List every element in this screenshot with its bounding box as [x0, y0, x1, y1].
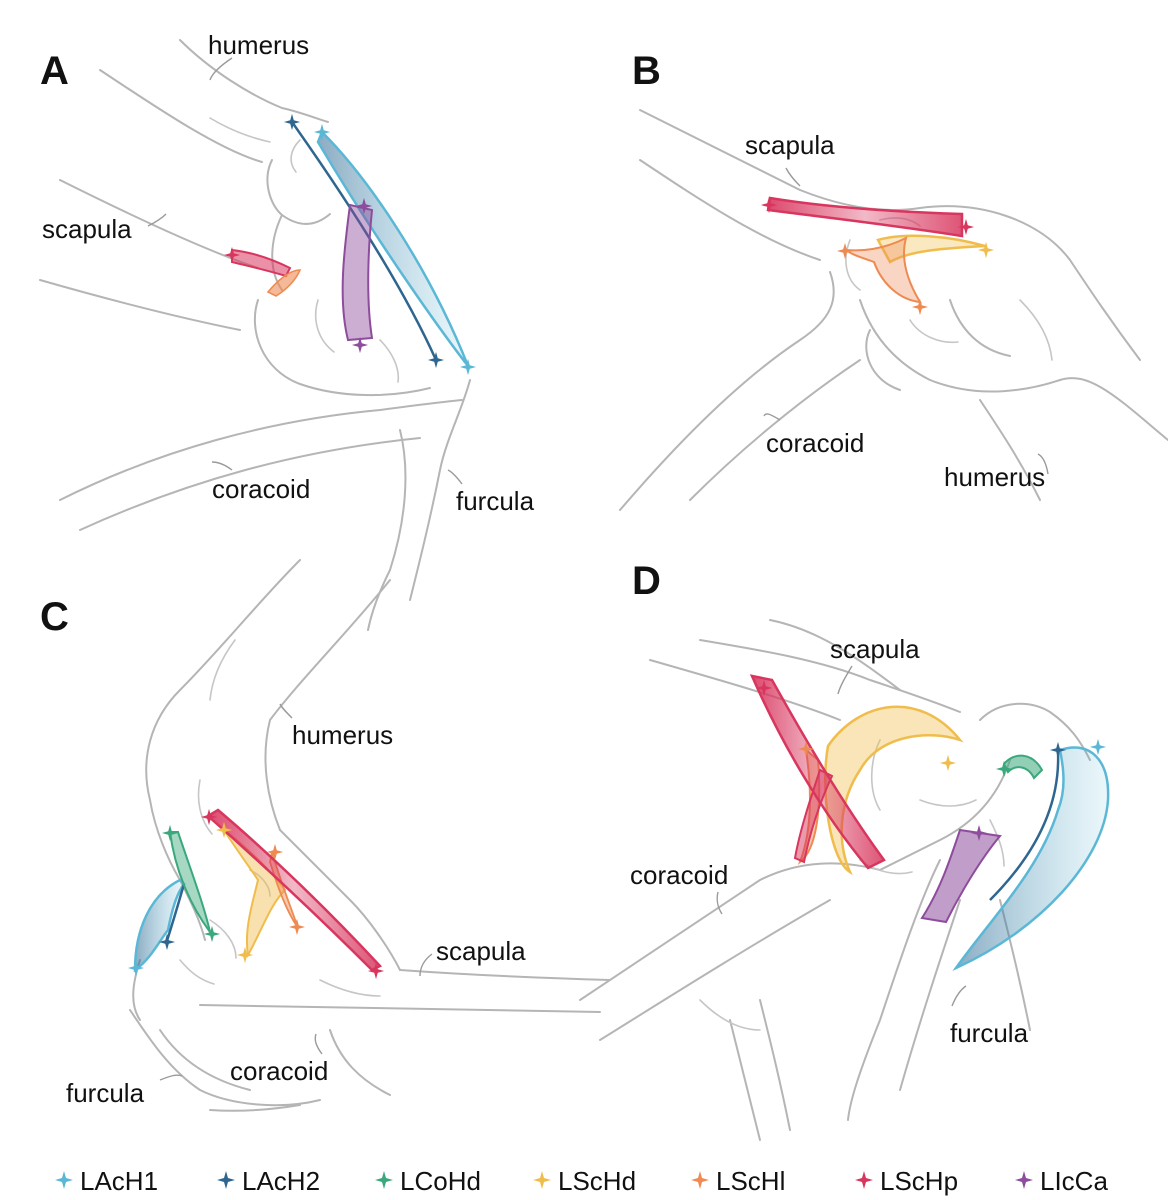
- ligament-lschp-d: [749, 674, 886, 870]
- label-humerus-c: humerus: [292, 720, 393, 750]
- attachment-lach2-a2: [427, 351, 445, 369]
- label-humerus-b: humerus: [944, 462, 1045, 492]
- panel-a: A hume: [39, 30, 535, 631]
- ligament-lschp-a: [231, 248, 292, 278]
- panel-d: D: [579, 559, 1110, 1141]
- attachment-lach1-a2: [459, 358, 477, 376]
- attachment-lschl-c2: [288, 918, 306, 936]
- label-scapula-b: scapula: [745, 130, 835, 160]
- ligament-lcohd-c: [168, 831, 211, 933]
- label-furcula-a: furcula: [456, 486, 535, 516]
- panel-letter-c: C: [40, 595, 69, 639]
- ligament-lschd-d: [824, 705, 964, 876]
- panel-c-bones: [129, 559, 611, 1112]
- label-furcula-c: furcula: [66, 1078, 145, 1108]
- ligament-lschp-d-branch: [793, 768, 834, 864]
- label-coracoid-c: coracoid: [230, 1056, 328, 1086]
- ligament-lschp-b: [766, 196, 964, 238]
- legend-label-licca: LIcCa: [1040, 1166, 1108, 1196]
- label-scapula-c: scapula: [436, 936, 526, 966]
- ligament-lach1-d: [952, 746, 1110, 972]
- legend-marker-lach1: [55, 1171, 73, 1189]
- attachment-lschl-b1: [836, 242, 854, 260]
- attachment-lach2-a1: [283, 113, 301, 131]
- label-coracoid-d: coracoid: [630, 860, 728, 890]
- panel-a-bones: [39, 39, 471, 631]
- ligament-lach1-c: [133, 878, 186, 973]
- panel-letter-a: A: [40, 49, 69, 93]
- legend-marker-lschd: [533, 1171, 551, 1189]
- legend-label-lschl: LScHl: [716, 1166, 785, 1196]
- legend-label-lschp: LScHp: [880, 1166, 958, 1196]
- label-scapula-a: scapula: [42, 214, 132, 244]
- legend-marker-lschl: [691, 1171, 709, 1189]
- legend: LAcH1 LAcH2 LCoHd LScHd LScHl LScHp LIcC…: [55, 1166, 1108, 1196]
- ligament-licca-a: [341, 203, 374, 342]
- attachment-lschd-d1: [939, 754, 957, 772]
- legend-label-lcohd: LCoHd: [400, 1166, 481, 1196]
- legend-marker-licca: [1015, 1171, 1033, 1189]
- legend-marker-lschp: [855, 1171, 873, 1189]
- panel-b-bones: [619, 109, 1168, 511]
- ligament-lach2-d: [989, 751, 1060, 901]
- ligament-lach1-a: [316, 129, 470, 367]
- panel-letter-b: B: [632, 49, 661, 93]
- legend-label-lach2: LAcH2: [242, 1166, 320, 1196]
- ligament-lschl-a: [266, 269, 302, 297]
- label-scapula-d: scapula: [830, 634, 920, 664]
- label-furcula-d: furcula: [950, 1018, 1029, 1048]
- legend-label-lschd: LScHd: [558, 1166, 636, 1196]
- ligament-lschp-c: [205, 808, 383, 972]
- legend-marker-lcohd: [375, 1171, 393, 1189]
- ligament-lach2-a: [290, 121, 438, 361]
- ligament-lcohd-d: [1002, 754, 1044, 780]
- label-coracoid-a: coracoid: [212, 474, 310, 504]
- panel-c: C: [40, 559, 611, 1112]
- label-humerus-a: humerus: [208, 30, 309, 60]
- panel-letter-d: D: [632, 559, 661, 603]
- panel-b: B scapula coracoid humerus: [619, 49, 1168, 511]
- ligament-licca-d: [920, 828, 1002, 924]
- legend-label-lach1: LAcH1: [80, 1166, 158, 1196]
- panel-d-bones: [579, 619, 1091, 1141]
- label-coracoid-b: coracoid: [766, 428, 864, 458]
- legend-marker-lach2: [217, 1171, 235, 1189]
